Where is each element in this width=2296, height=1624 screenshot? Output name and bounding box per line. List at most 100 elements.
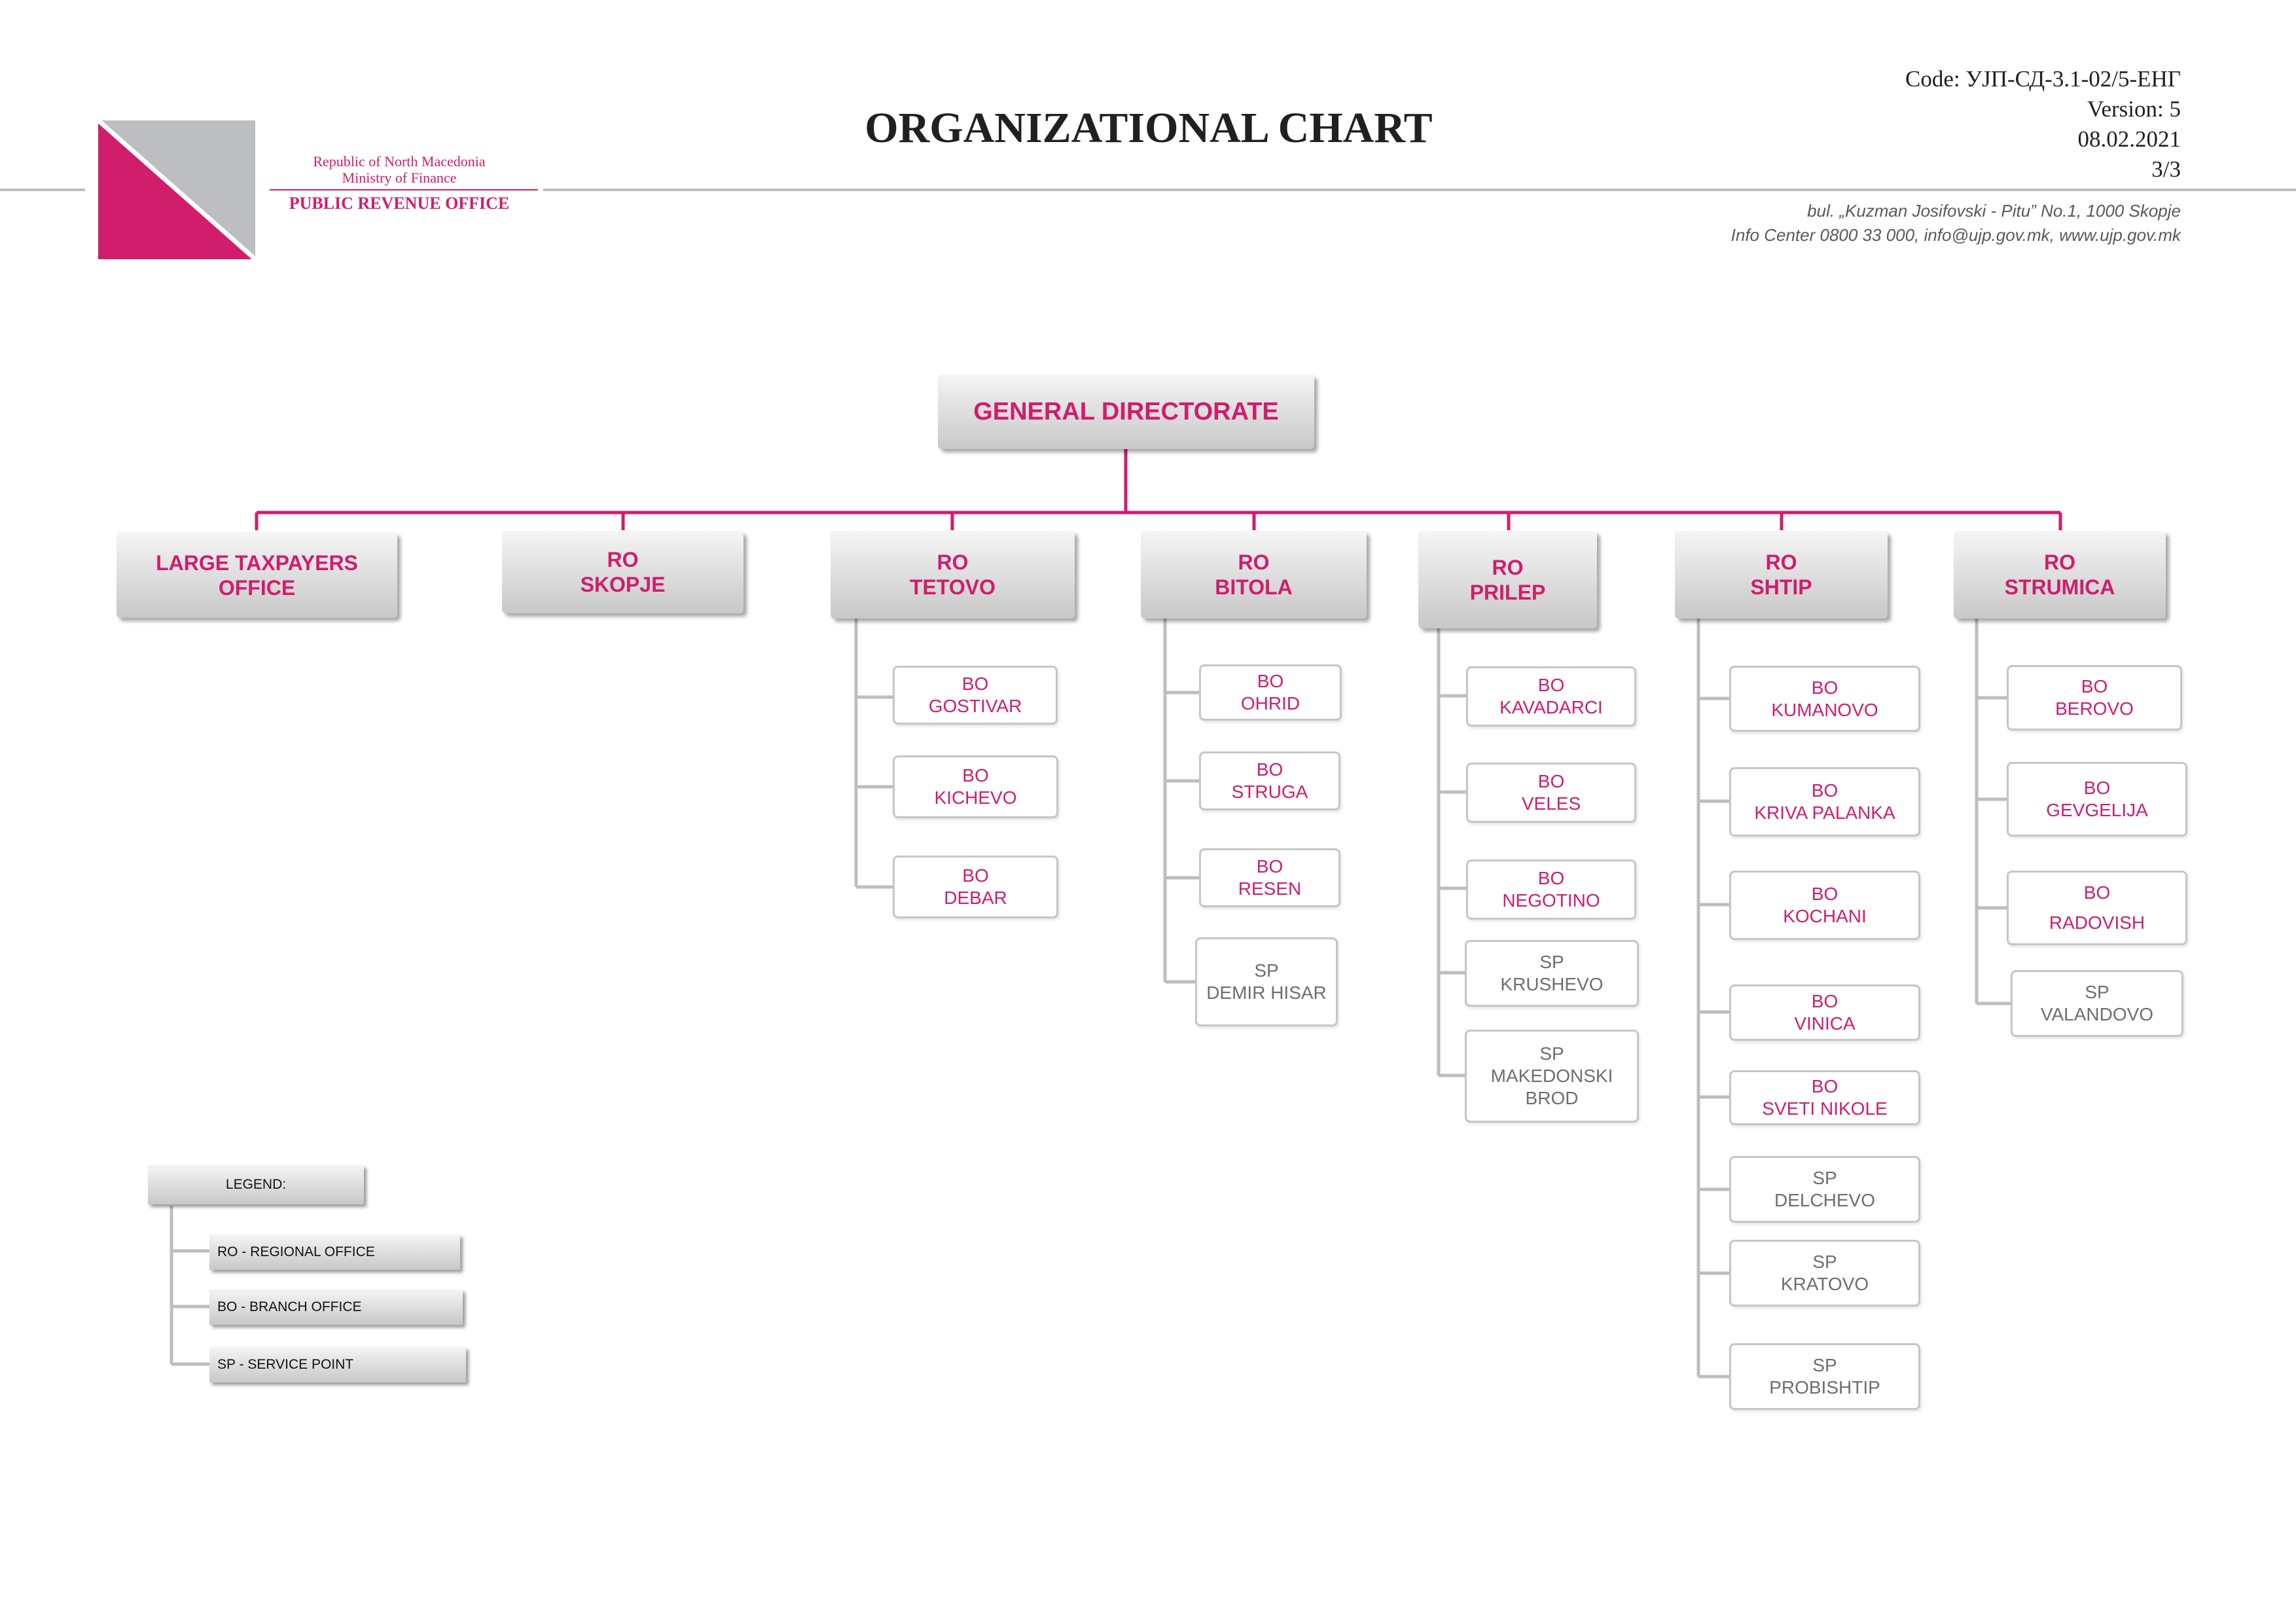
unit-type-label: BO (1257, 671, 1284, 691)
unit-name-label: KRIVA PALANKA (1754, 803, 1895, 823)
office-ro-shtip: RO SHTIP (1675, 531, 1888, 619)
unit-type-label: BO (1811, 780, 1839, 801)
unit-type-label: SP (2085, 982, 2109, 1002)
office-type-label: RO (2044, 550, 2075, 574)
unit-type-label: BO (1537, 771, 1565, 791)
document-page: 3/3 (2151, 156, 2181, 182)
main-connectors (255, 449, 2062, 530)
unit-sp-kratovo: SP KRATOVO (1729, 1240, 1920, 1307)
unit-type-label: BO (2081, 676, 2108, 696)
unit-bo-resen: BO RESEN (1199, 848, 1340, 907)
unit-bo-sveti-nikole: BO SVETI NIKOLE (1729, 1070, 1920, 1125)
logo-diagonal (98, 120, 255, 259)
unit-sp-valandovo: SP VALANDOVO (2011, 970, 2183, 1037)
unit-name-label: BEROVO (2055, 698, 2134, 719)
office-type-label: RO (607, 548, 639, 571)
unit-name-label: RADOVISH (2049, 912, 2145, 933)
unit-type-label: BO (962, 865, 989, 886)
unit-name-label: DELCHEVO (1774, 1190, 1876, 1210)
office-city-label: SHTIP (1750, 575, 1812, 599)
org-ministry: Ministry of Finance (342, 170, 457, 186)
unit-name-label: RESEN (1238, 878, 1302, 899)
unit-bo-kriva-palanka: BO KRIVA PALANKA (1729, 767, 1920, 837)
unit-name-label: GEVGELIJA (2046, 800, 2148, 820)
unit-name-label: MAKEDONSKI (1490, 1066, 1613, 1086)
office-city-label: BITOLA (1215, 575, 1293, 599)
office-city-label: TETOVO (910, 575, 996, 599)
legend-item-ro: RO - REGIONAL OFFICE (209, 1235, 460, 1270)
general-directorate-box: GENERAL DIRECTORATE (938, 374, 1314, 449)
unit-sp-krushevo: SP KRUSHEVO (1465, 940, 1639, 1007)
document-meta: Code: УЈП-СД-3.1-02/5-ЕНГ Version: 5 08.… (1905, 64, 2181, 185)
header-rule-left (0, 189, 85, 191)
unit-bo-ohrid: BO OHRID (1199, 664, 1342, 721)
unit-name-label-line2: BROD (1525, 1088, 1579, 1108)
office-type-label: RO (1765, 550, 1797, 574)
unit-type-label: BO (961, 674, 989, 694)
office-ro-prilep: RO PRILEP (1418, 531, 1597, 628)
unit-name-label: VALANDOVO (2040, 1004, 2154, 1024)
unit-type-label: BO (1811, 991, 1839, 1011)
unit-type-label: SP (1539, 952, 1564, 972)
unit-type-label: BO (1811, 884, 1839, 904)
unit-bo-kochani: BO KOCHANI (1729, 871, 1920, 940)
unit-bo-gostivar: BO GOSTIVAR (893, 666, 1058, 725)
unit-bo-kavadarci: BO KAVADARCI (1466, 666, 1636, 727)
address-line: bul. „Kuzman Josifovski - Pitu” No.1, 10… (1807, 201, 2181, 221)
unit-bo-radovish: BO RADOVISH (2007, 871, 2187, 945)
unit-bo-gevgelija: BO GEVGELIJA (2007, 762, 2187, 837)
unit-type-label: BO (1256, 759, 1283, 780)
unit-sp-probishtip: SP PROBISHTIP (1729, 1343, 1920, 1410)
general-directorate-label: GENERAL DIRECTORATE (973, 398, 1279, 425)
unit-name-label: KRATOVO (1780, 1274, 1869, 1294)
unit-sp-delchevo: SP DELCHEVO (1729, 1156, 1920, 1223)
unit-name-label: NEGOTINO (1502, 890, 1600, 911)
legend-item-bo: BO - BRANCH OFFICE (209, 1290, 463, 1325)
unit-type-label: SP (1812, 1355, 1837, 1375)
unit-type-label: BO (1537, 675, 1565, 695)
org-name: PUBLIC REVENUE OFFICE (289, 194, 510, 213)
legend-title: LEGEND: (225, 1177, 287, 1192)
document-code: Code: УЈП-СД-3.1-02/5-ЕНГ (1905, 66, 2181, 92)
unit-bo-debar: BO DEBAR (893, 856, 1058, 918)
unit-name-label: KICHEVO (934, 787, 1017, 808)
office-label: LARGE TAXPAYERS OFFICE (156, 550, 358, 600)
legend-title-box: LEGEND: (148, 1165, 364, 1204)
unit-bo-kumanovo: BO KUMANOVO (1729, 666, 1920, 732)
unit-type-label: SP (1539, 1043, 1564, 1064)
document-date: 08.02.2021 (2077, 126, 2181, 152)
unit-bo-berovo: BO BEROVO (2007, 665, 2182, 731)
unit-bo-struga: BO STRUGA (1199, 751, 1340, 810)
unit-bo-vinica: BO VINICA (1729, 984, 1920, 1041)
legend-item-label: BO - BRANCH OFFICE (217, 1299, 362, 1314)
unit-name-label: KOCHANI (1783, 906, 1867, 926)
office-ro-tetovo: RO TETOVO (831, 531, 1075, 619)
unit-name-label: DEBAR (944, 888, 1007, 908)
office-city-label: SKOPJE (580, 573, 666, 596)
page-title: ORGANIZATIONAL CHART (865, 104, 1433, 152)
legend-item-label: SP - SERVICE POINT (217, 1357, 354, 1372)
unit-sp-makedonski-brod: SP MAKEDONSKI BROD (1465, 1030, 1639, 1123)
unit-type-label: BO (1811, 1076, 1839, 1096)
unit-type-label: BO (1256, 856, 1283, 876)
office-type-label: RO (1492, 555, 1524, 579)
unit-sp-demir-hisar: SP DEMIR HISAR (1195, 937, 1338, 1026)
unit-type-label: SP (1812, 1252, 1837, 1272)
unit-type-label: BO (962, 765, 989, 785)
unit-name-label: OHRID (1240, 693, 1300, 713)
unit-bo-kichevo: BO KICHEVO (893, 755, 1058, 818)
unit-name-label: PROBISHTIP (1769, 1377, 1880, 1398)
unit-name-label: VELES (1521, 793, 1581, 814)
contact-address: bul. „Kuzman Josifovski - Pitu” No.1, 10… (1731, 199, 2181, 247)
unit-name-label: GOSTIVAR (928, 696, 1022, 716)
unit-name-label: DEMIR HISAR (1206, 983, 1327, 1003)
unit-type-label: SP (1254, 960, 1279, 981)
unit-type-label: BO (1811, 677, 1839, 698)
office-city-label: PRILEP (1469, 580, 1546, 604)
unit-name-label: KAVADARCI (1499, 697, 1603, 717)
unit-name-label: SVETI NIKOLE (1762, 1098, 1888, 1119)
header-rule-right (543, 189, 2296, 191)
legend-item-sp: SP - SERVICE POINT (209, 1347, 466, 1382)
office-city-label: STRUMICA (2004, 575, 2115, 599)
